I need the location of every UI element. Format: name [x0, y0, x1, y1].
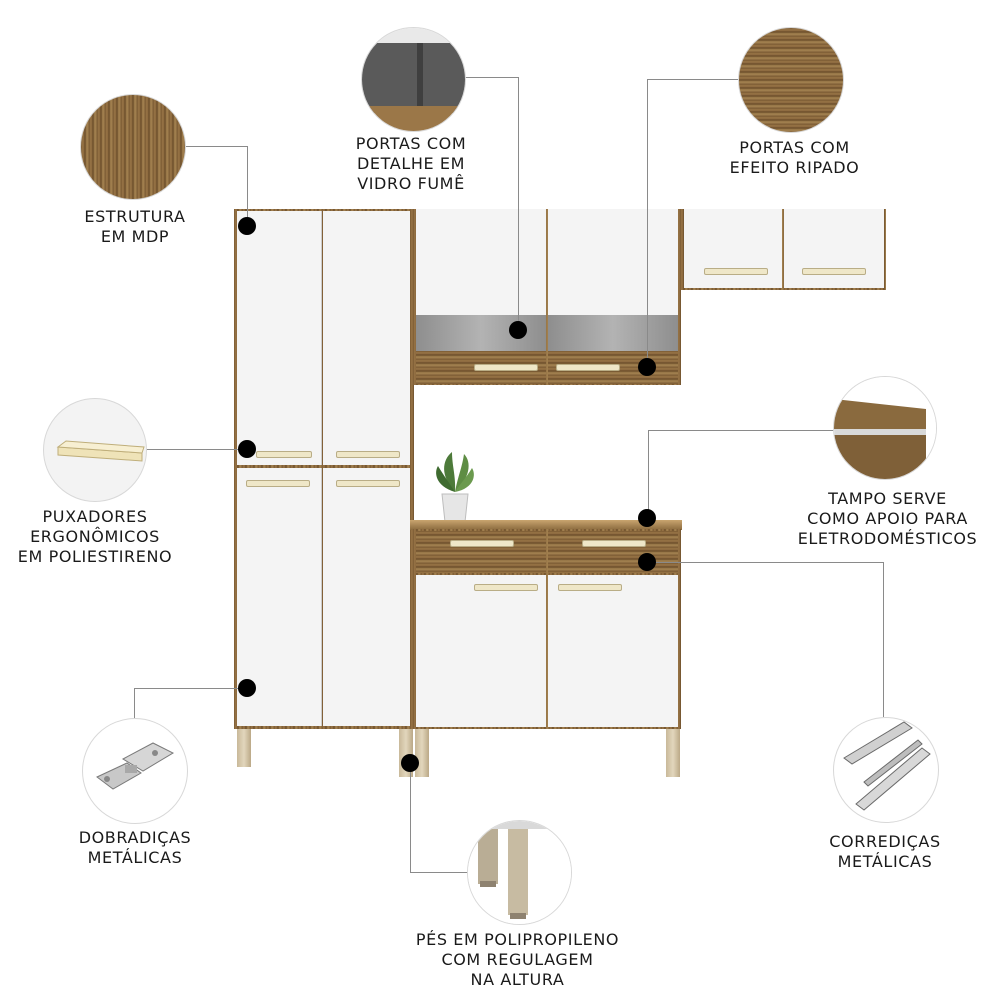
drawer-right	[548, 531, 678, 573]
upper-door-left	[416, 209, 546, 315]
caption-tampo-apoio: TAMPO SERVE COMO APOIO PARA ELETRODOMÉST…	[797, 489, 978, 548]
leader-line	[134, 688, 135, 718]
leg-sample-icon	[467, 820, 572, 925]
handle	[256, 451, 312, 458]
caption-pes-polipropileno: PÉS EM POLIPROPILENO COM REGULAGEM NA AL…	[415, 930, 620, 989]
caption-portas-vidro-fume: PORTAS COM DETALHE EM VIDRO FUMÊ	[355, 134, 467, 193]
leader-line	[185, 146, 247, 147]
handle	[246, 480, 310, 487]
tall-door-top-right	[323, 211, 410, 465]
leg	[415, 729, 429, 777]
smoked-glass-right	[548, 315, 678, 351]
handle	[802, 268, 866, 275]
smoked-glass-left	[416, 315, 546, 351]
slatted-wood-sample-icon	[738, 27, 844, 133]
leader-line	[464, 77, 519, 78]
tall-door-bottom-right	[323, 468, 410, 726]
drawer-left	[416, 531, 546, 573]
leader-line	[410, 763, 411, 873]
leader-line	[410, 872, 468, 873]
upper-door-right	[548, 209, 678, 315]
marker-dot-tampo	[638, 509, 656, 527]
handle	[582, 540, 646, 547]
leader-line	[145, 449, 248, 450]
caption-corredicas-metalicas: CORREDIÇAS METÁLICAS	[829, 832, 941, 871]
caption-puxadores-ergonomicos: PUXADORES ERGONÔMICOS EM POLIESTIRENO	[17, 507, 173, 566]
caption-dobradicas-metalicas: DOBRADIÇAS METÁLICAS	[78, 828, 192, 867]
drawer-slide-icon	[833, 717, 939, 823]
caption-portas-efeito-ripado: PORTAS COM EFEITO RIPADO	[729, 138, 860, 177]
leader-line	[247, 146, 248, 226]
handle	[450, 540, 514, 547]
marker-dot-estrutura	[238, 217, 256, 235]
caption-estrutura-mdp: ESTRUTURA EM MDP	[84, 207, 186, 246]
handle	[474, 364, 538, 371]
countertop-sample-icon	[833, 376, 937, 480]
small-upper-door-left	[684, 209, 782, 288]
smoked-glass-sample-icon	[361, 27, 466, 132]
handle-sample-icon	[43, 398, 147, 502]
handle	[704, 268, 768, 275]
small-upper-door-right	[784, 209, 884, 288]
lower-door-left	[416, 575, 546, 727]
leader-line	[883, 562, 884, 717]
handle	[474, 584, 538, 591]
countertop	[410, 520, 682, 530]
handle	[558, 584, 622, 591]
marker-dot-vidro	[509, 321, 527, 339]
leader-line	[648, 430, 649, 518]
leader-line	[647, 79, 739, 80]
marker-dot-corredicas	[638, 553, 656, 571]
leg	[666, 729, 680, 777]
leader-line	[134, 688, 248, 689]
tall-door-top-left	[237, 211, 322, 465]
leg	[237, 729, 251, 767]
marker-dot-dobradicas	[238, 679, 256, 697]
handle	[336, 451, 400, 458]
leader-line	[648, 430, 834, 431]
marker-dot-ripado	[638, 358, 656, 376]
hinge-icon	[82, 718, 188, 824]
marker-dot-pes	[401, 754, 419, 772]
plant-icon	[436, 452, 474, 523]
mdp-wood-sample-icon	[80, 94, 186, 200]
leader-line	[648, 562, 884, 563]
leader-line	[518, 77, 519, 330]
handle	[556, 364, 620, 371]
handle	[336, 480, 400, 487]
leader-line	[647, 79, 648, 367]
lower-door-right	[548, 575, 678, 727]
marker-dot-puxadores	[238, 440, 256, 458]
